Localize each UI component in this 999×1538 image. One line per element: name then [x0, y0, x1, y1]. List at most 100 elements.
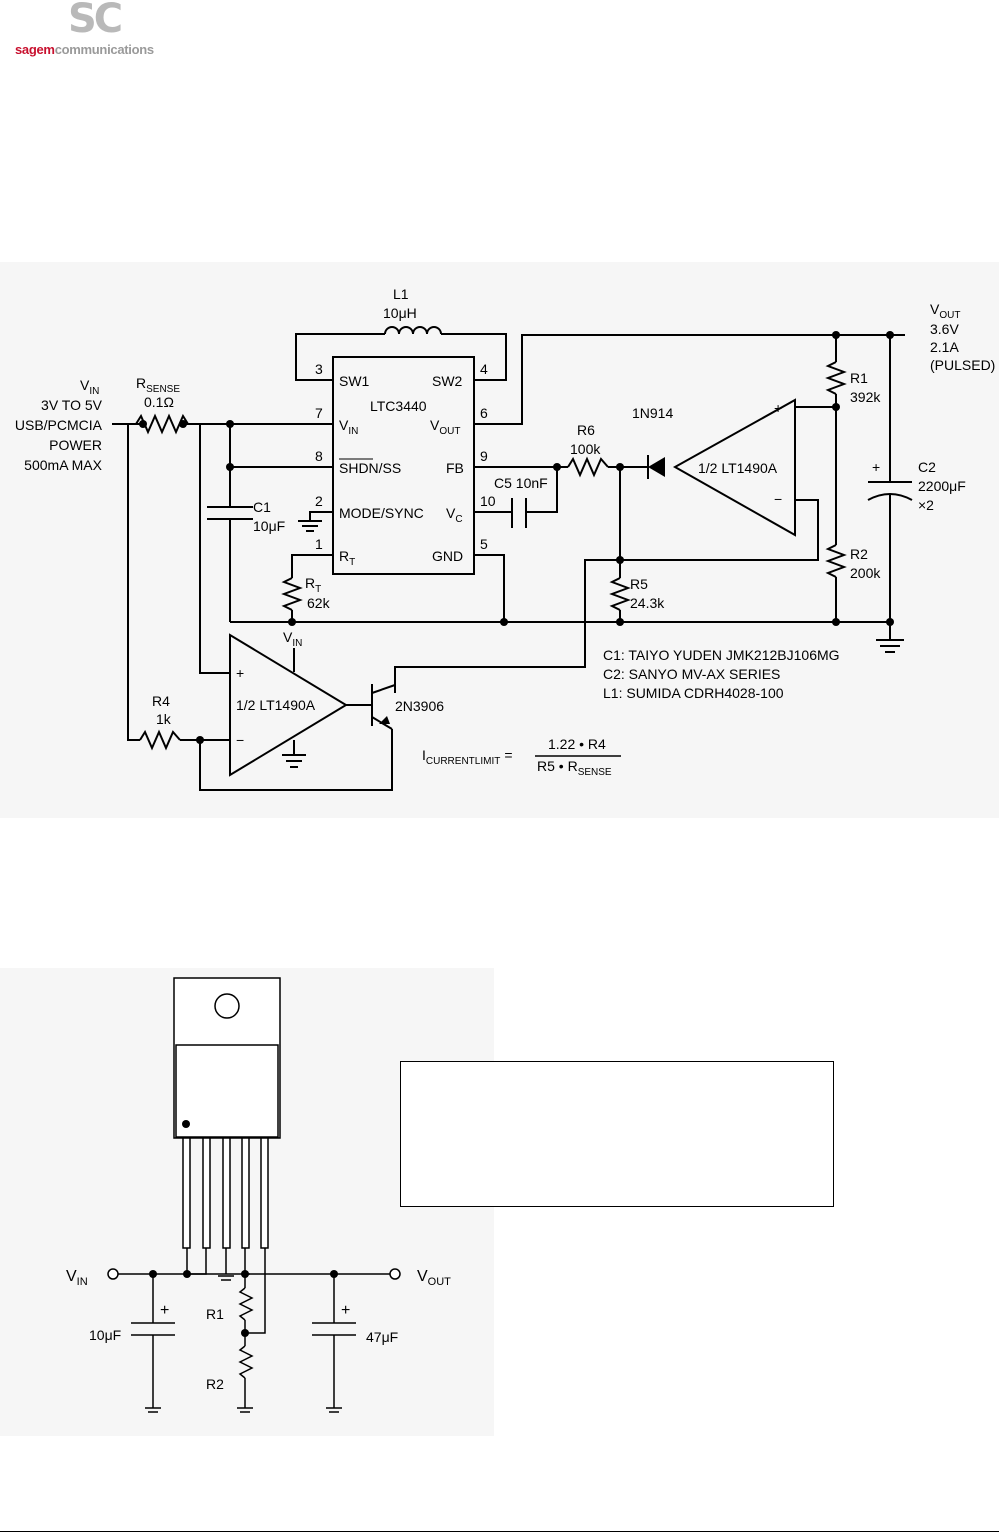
r5-resistor — [609, 577, 631, 611]
svg-text:R5 • RSENSE: R5 • RSENSE — [537, 758, 612, 778]
svg-text:VIN: VIN — [339, 417, 358, 437]
reg-vin-label: V — [66, 1268, 77, 1285]
svg-text:+: + — [160, 1302, 169, 1319]
to220-package — [173, 977, 281, 1139]
svg-text:VIN: VIN — [283, 629, 302, 649]
rsense-label: R — [136, 375, 146, 391]
package-die — [175, 1044, 279, 1138]
formula-lhs: I — [422, 747, 426, 763]
c5-label: C5 10nF — [494, 475, 548, 491]
reg-vout-label: V — [417, 1268, 428, 1285]
note-l1: L1: SUMIDA CDRH4028-100 — [603, 685, 784, 701]
reg-r1-label: R1 — [206, 1306, 224, 1322]
bottom-rule — [0, 1531, 999, 1532]
svg-text:ICURRENTLIMIT=: ICURRENTLIMIT= — [422, 747, 513, 767]
svg-text:VIN: VIN — [80, 377, 99, 397]
note-c1: C1: TAIYO YUDEN JMK212BJ106MG — [603, 647, 840, 663]
vout-label: V — [930, 301, 940, 317]
rt-label: R — [305, 575, 315, 591]
r2-label: R2 — [850, 546, 868, 562]
vout-spec-2: 2.1A — [930, 339, 959, 355]
svg-text:RT: RT — [305, 575, 321, 595]
sagem-logo-mark: SC — [68, 0, 123, 42]
r5-value: 24.3k — [630, 595, 665, 611]
svg-text:VC: VC — [446, 505, 463, 525]
svg-text:7: 7 — [315, 405, 323, 421]
opamp-bottom-supply: V — [283, 629, 293, 645]
svg-text:RT: RT — [339, 548, 355, 568]
ltc3440-body — [332, 356, 475, 575]
formula-numerator: 1.22 • R4 — [548, 736, 606, 752]
c2-label: C2 — [918, 459, 936, 475]
ic-pin-rt: R — [339, 548, 349, 564]
r1-resistor — [825, 361, 847, 395]
svg-text:5: 5 — [480, 536, 488, 552]
ic-pin-vout: V — [430, 417, 440, 433]
c1-value: 10μF — [253, 518, 285, 534]
svg-text:+: + — [341, 1302, 350, 1319]
sagem-logo-wordmark: sagemcommunications — [15, 42, 154, 57]
l1-inductor — [384, 326, 442, 335]
svg-text:+: + — [872, 459, 880, 475]
opamp-top-body — [672, 398, 796, 537]
vin-label: V — [80, 377, 90, 393]
ic-pin-fb: FB — [446, 460, 464, 476]
diode-label: 1N914 — [632, 405, 673, 421]
formula-denominator: R5 • R — [537, 758, 578, 774]
vout-spec-3: (PULSED) — [930, 357, 995, 373]
opamp-bottom-body — [229, 633, 348, 777]
svg-text:9: 9 — [480, 448, 488, 464]
transistor-label: 2N3906 — [395, 698, 444, 714]
reg-cin-value: 10μF — [89, 1327, 121, 1343]
vout-spec-1: 3.6V — [930, 321, 959, 337]
r1-value: 392k — [850, 389, 881, 405]
ic-name: LTC3440 — [370, 398, 427, 414]
svg-text:3: 3 — [315, 361, 323, 377]
rsense-value: 0.1Ω — [144, 394, 174, 410]
svg-text:VOUT: VOUT — [430, 417, 460, 437]
ic-pin-vin: V — [339, 417, 349, 433]
r6-label: R6 — [577, 422, 595, 438]
svg-text:1: 1 — [315, 536, 323, 552]
svg-text:−: − — [236, 732, 244, 748]
svg-text:4: 4 — [480, 361, 488, 377]
mounting-hole — [214, 993, 240, 1019]
svg-text:VOUT: VOUT — [930, 301, 960, 321]
rt-resistor — [281, 577, 303, 611]
svg-text:RSENSE: RSENSE — [136, 375, 180, 395]
reg-r2-label: R2 — [206, 1376, 224, 1392]
svg-text:2: 2 — [315, 493, 323, 509]
r2-value: 200k — [850, 565, 881, 581]
ic-pin-mode-sync: MODE/SYNC — [339, 505, 424, 521]
c1-label: C1 — [253, 499, 271, 515]
svg-text:−: − — [774, 491, 782, 507]
regulator-diagram: VIN VOUT R1 R2 10μF 47μF + + — [66, 977, 451, 1413]
logo-brand-part2: communications — [54, 42, 154, 57]
svg-text:VIN: VIN — [66, 1268, 88, 1288]
note-c2: C2: SANYO MV-AX SERIES — [603, 666, 780, 682]
empty-text-box — [400, 1061, 834, 1207]
c2-value: 2200μF — [918, 478, 966, 494]
svg-text:8: 8 — [315, 448, 323, 464]
r4-resistor — [139, 729, 181, 751]
r5-label: R5 — [630, 576, 648, 592]
svg-text:+: + — [774, 400, 782, 416]
buck-boost-schematic: SW1 VIN SHDN/SS MODE/SYNC RT SW2 VOUT FB… — [15, 286, 995, 791]
vin-spec-1: 3V TO 5V — [41, 397, 103, 413]
r2-resistor — [825, 544, 847, 578]
logo-brand-part1: sagem — [15, 42, 55, 57]
rt-value: 62k — [307, 595, 331, 611]
opamp-bottom-name: 1/2 LT1490A — [236, 697, 316, 713]
ic-pin-sw2: SW2 — [432, 373, 463, 389]
svg-text:10: 10 — [480, 493, 496, 509]
opamp-top-name: 1/2 LT1490A — [698, 460, 778, 476]
ic-pin-gnd: GND — [432, 548, 463, 564]
l1-value: 10μH — [383, 305, 417, 321]
vin-spec-2: USB/PCMCIA — [15, 417, 103, 433]
vin-spec-3: POWER — [49, 437, 102, 453]
ic-pin-vc: V — [446, 505, 456, 521]
reg-cout-value: 47μF — [366, 1329, 398, 1345]
svg-text:6: 6 — [480, 405, 488, 421]
svg-text:VOUT: VOUT — [417, 1268, 451, 1288]
ic-pin-shdn-ss: SHDN/SS — [339, 460, 401, 476]
